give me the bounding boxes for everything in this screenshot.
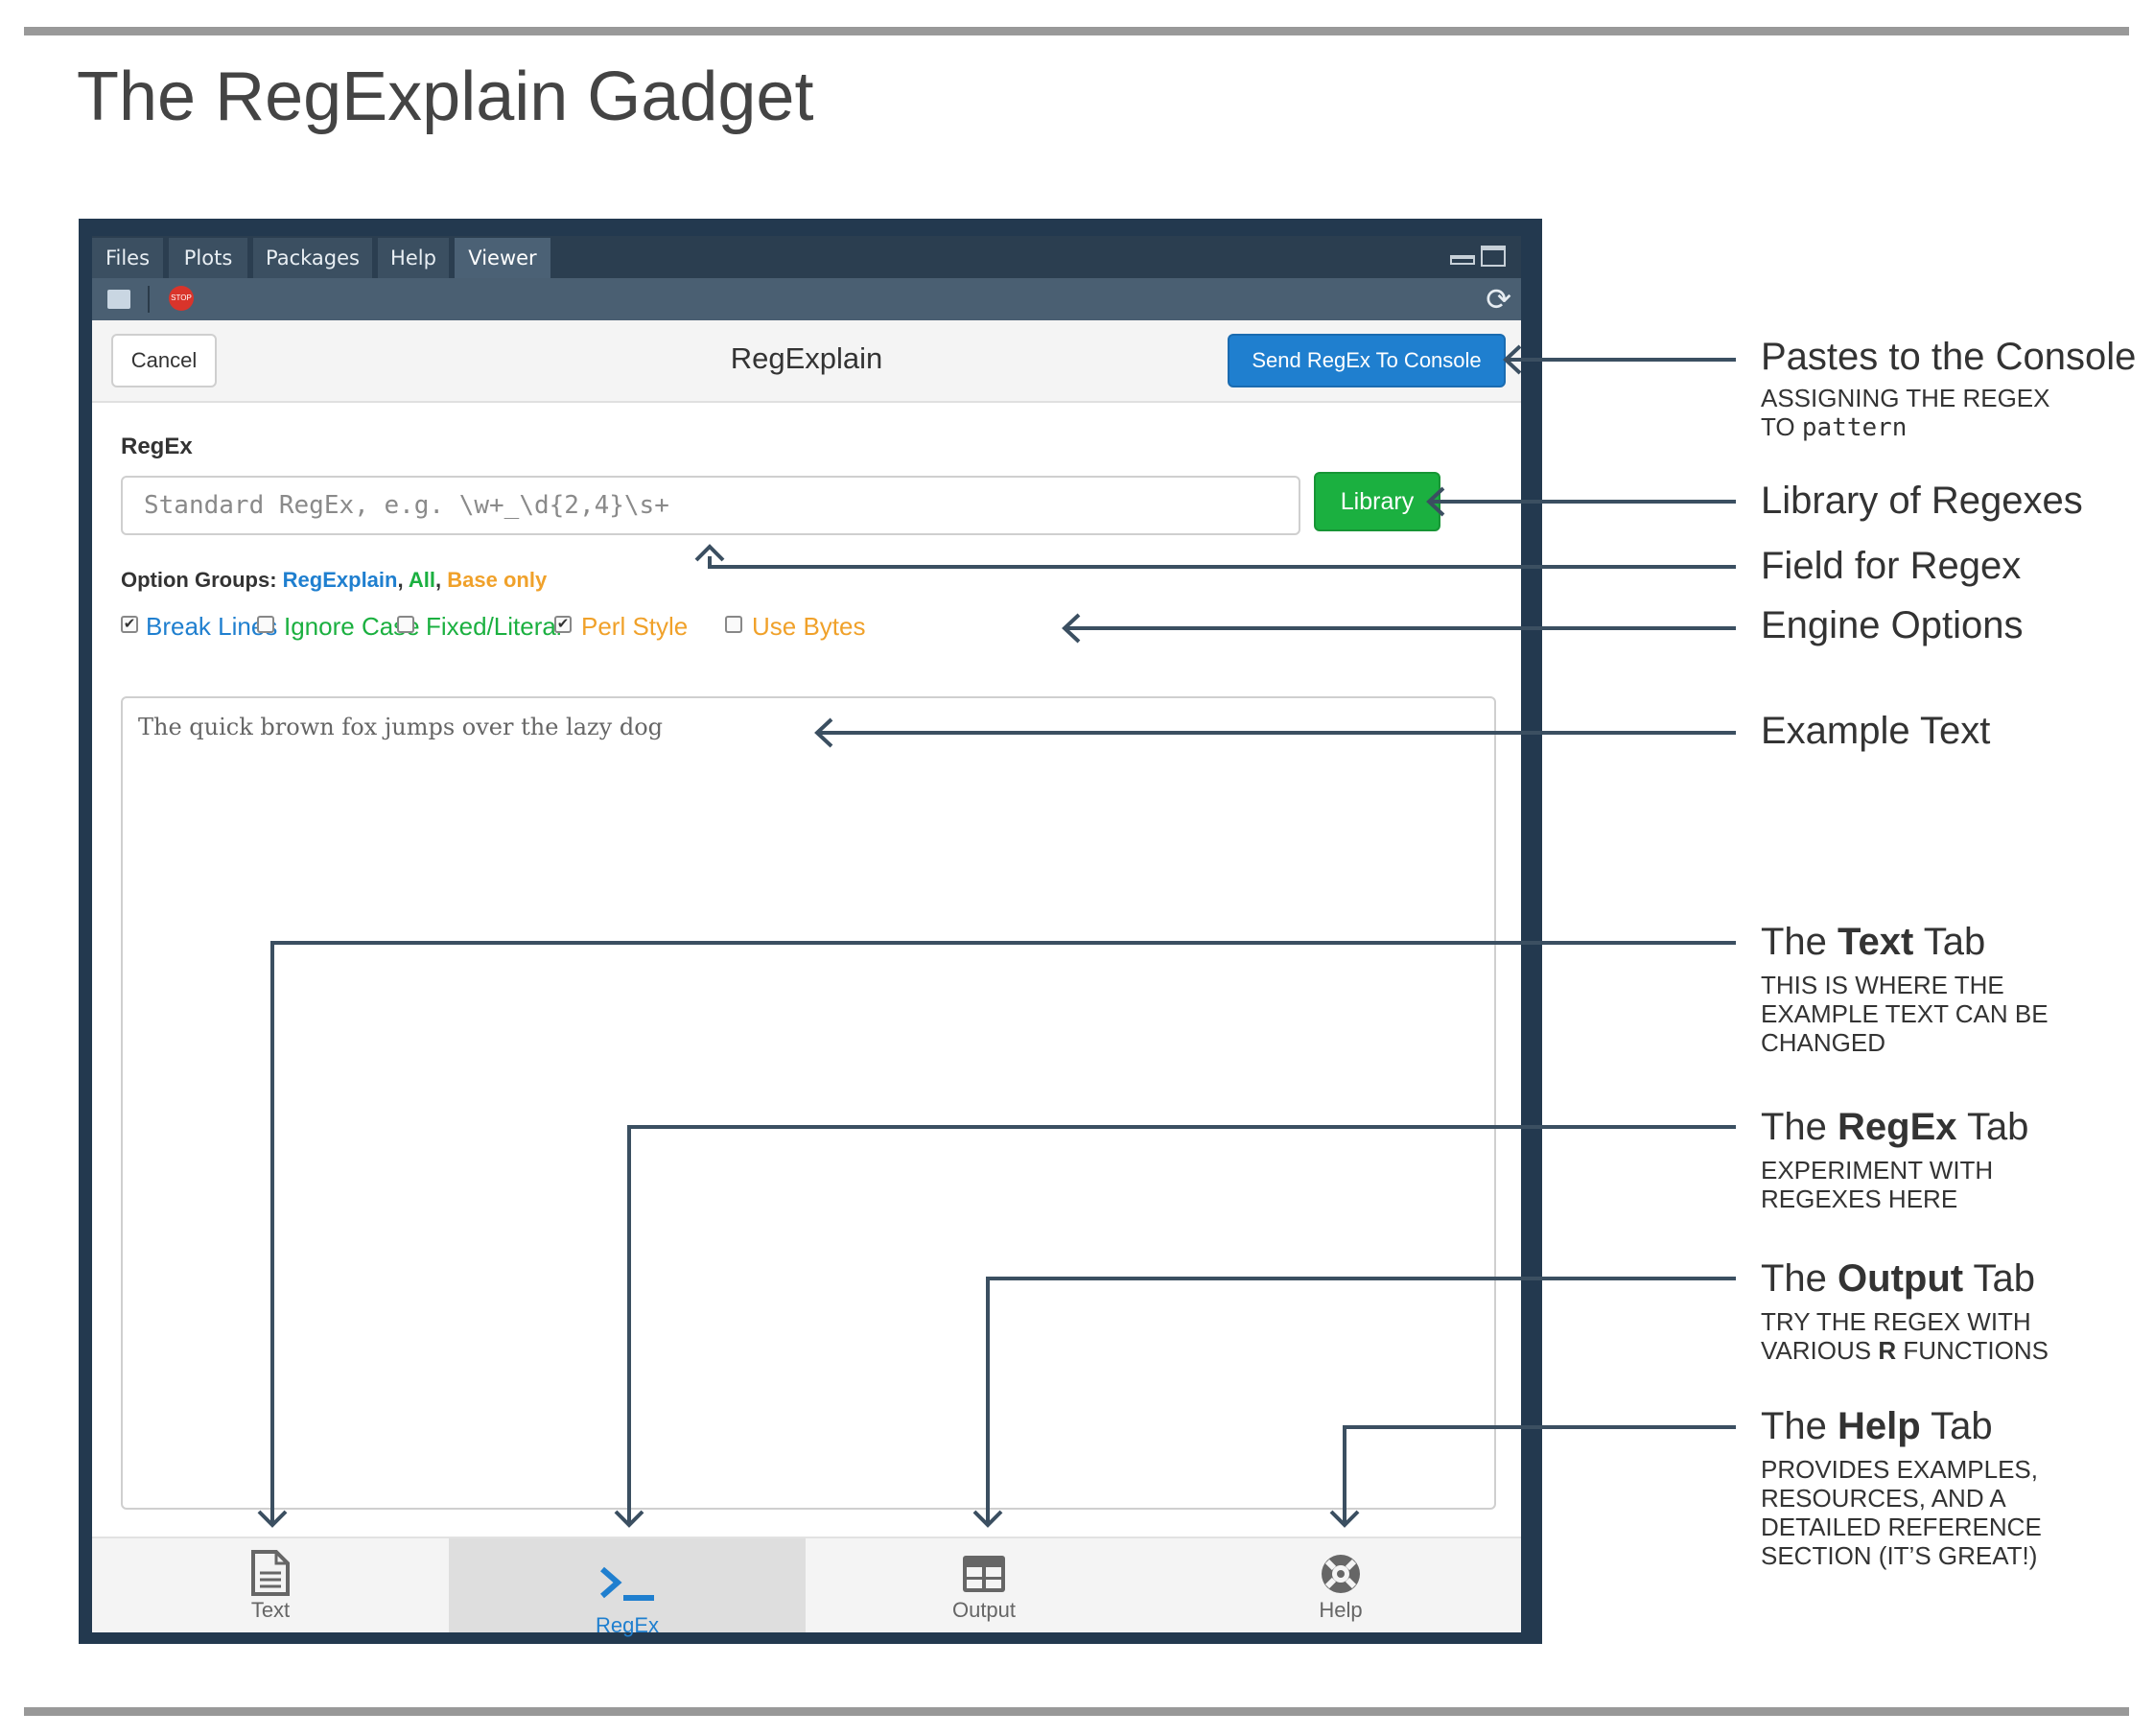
file-text-icon (251, 1550, 290, 1596)
tab-plots[interactable]: Plots (169, 238, 247, 278)
nav-label: Output (951, 1598, 1017, 1622)
callout-console-desc-line: TO pattern (1761, 412, 1908, 442)
export-icon[interactable] (107, 290, 130, 309)
gadget-title: RegExplain (730, 341, 883, 375)
callout-regex-tab-title: The RegEx Tab (1761, 1106, 2029, 1148)
bottom-tab-bar: Text RegEx Output (92, 1537, 1521, 1637)
callout-output-tab-title: The Output Tab (1761, 1257, 2035, 1300)
tab-viewer[interactable]: Viewer (455, 238, 550, 278)
minimize-icon[interactable] (1450, 255, 1475, 265)
maximize-icon[interactable] (1481, 246, 1506, 267)
ignore-case-checkbox[interactable] (257, 616, 274, 633)
stop-icon[interactable]: STOP (169, 286, 194, 311)
cancel-button[interactable]: Cancel (111, 334, 217, 387)
break-lines-checkbox[interactable]: ✔ (121, 616, 138, 633)
nav-tab-regex[interactable]: RegEx (449, 1538, 806, 1637)
callout-regex-tab-desc: EXPERIMENT WITH REGEXES HERE (1761, 1156, 1994, 1213)
perl-style-checkbox[interactable]: ✔ (554, 616, 572, 633)
code-pattern: pattern (1801, 413, 1908, 442)
page-title: The RegExplain Gadget (77, 59, 814, 135)
nav-tab-text[interactable]: Text (92, 1538, 449, 1632)
regex-label: RegEx (121, 434, 193, 459)
option-label: Perl Style (581, 612, 689, 641)
option-label: Fixed/Literal (426, 612, 562, 641)
nav-label: Help (1319, 1598, 1363, 1622)
nav-tab-help[interactable]: Help (1162, 1538, 1519, 1632)
bottom-rule (24, 1707, 2129, 1716)
viewer-pane: Files Plots Packages Help Viewer STOP ⟳ … (79, 219, 1542, 1644)
refresh-icon[interactable]: ⟳ (1486, 282, 1511, 317)
callout-help-tab-desc: PROVIDES EXAMPLES, RESOURCES, AND A DETA… (1761, 1455, 2042, 1570)
callout-text-tab-desc: THIS IS WHERE THE EXAMPLE TEXT CAN BE CH… (1761, 971, 2049, 1057)
callout-text-tab-title: The Text Tab (1761, 921, 1986, 963)
nav-label: Text (250, 1598, 291, 1622)
option-group-base-only[interactable]: Base only (447, 568, 548, 592)
nav-tab-output[interactable]: Output (806, 1538, 1162, 1632)
gadget-header: Cancel RegExplain Send RegEx To Console (92, 320, 1521, 403)
regex-input[interactable] (121, 476, 1300, 535)
library-button[interactable]: Library (1314, 472, 1440, 531)
tab-help[interactable]: Help (378, 238, 449, 278)
table-icon (963, 1556, 1005, 1592)
use-bytes-checkbox[interactable] (725, 616, 742, 633)
tab-files[interactable]: Files (92, 238, 163, 278)
terminal-icon (600, 1566, 654, 1601)
callout-console-desc: ASSIGNING THE REGEX TO pattern (1761, 384, 2144, 442)
pane-tab-bar: Files Plots Packages Help Viewer (92, 236, 1521, 278)
option-label: Use Bytes (752, 612, 866, 641)
callout-field-title: Field for Regex (1761, 545, 2022, 587)
callout-library-title: Library of Regexes (1761, 480, 2083, 522)
toolbar-separator (148, 286, 150, 313)
fixed-literal-checkbox[interactable] (397, 616, 414, 633)
nav-label: RegEx (595, 1613, 660, 1637)
callout-output-tab-desc: TRY THE REGEX WITH VARIOUS R FUNCTIONS (1761, 1307, 2049, 1365)
option-group-regexplain[interactable]: RegExplain (282, 568, 398, 592)
callout-help-tab-title: The Help Tab (1761, 1405, 1993, 1447)
callout-example-title: Example Text (1761, 710, 1991, 752)
pane-toolbar: STOP ⟳ (92, 278, 1521, 320)
option-groups: Option Groups: RegExplain, All, Base onl… (121, 568, 548, 592)
option-group-all[interactable]: All (408, 568, 436, 592)
send-regex-to-console-button[interactable]: Send RegEx To Console (1228, 334, 1506, 387)
top-rule (24, 27, 2129, 35)
tab-packages[interactable]: Packages (253, 238, 372, 278)
example-text-area[interactable]: The quick brown fox jumps over the lazy … (121, 696, 1496, 1510)
regexplain-gadget: Cancel RegExplain Send RegEx To Console … (92, 320, 1521, 1637)
life-ring-icon (1322, 1555, 1360, 1593)
callout-console-title: Pastes to the Console (1761, 336, 2137, 378)
callout-console-desc-line: ASSIGNING THE REGEX (1761, 384, 2050, 412)
option-groups-label: Option Groups: (121, 568, 277, 592)
option-label: Break Lines (146, 612, 278, 641)
callout-engine-title: Engine Options (1761, 604, 2024, 646)
